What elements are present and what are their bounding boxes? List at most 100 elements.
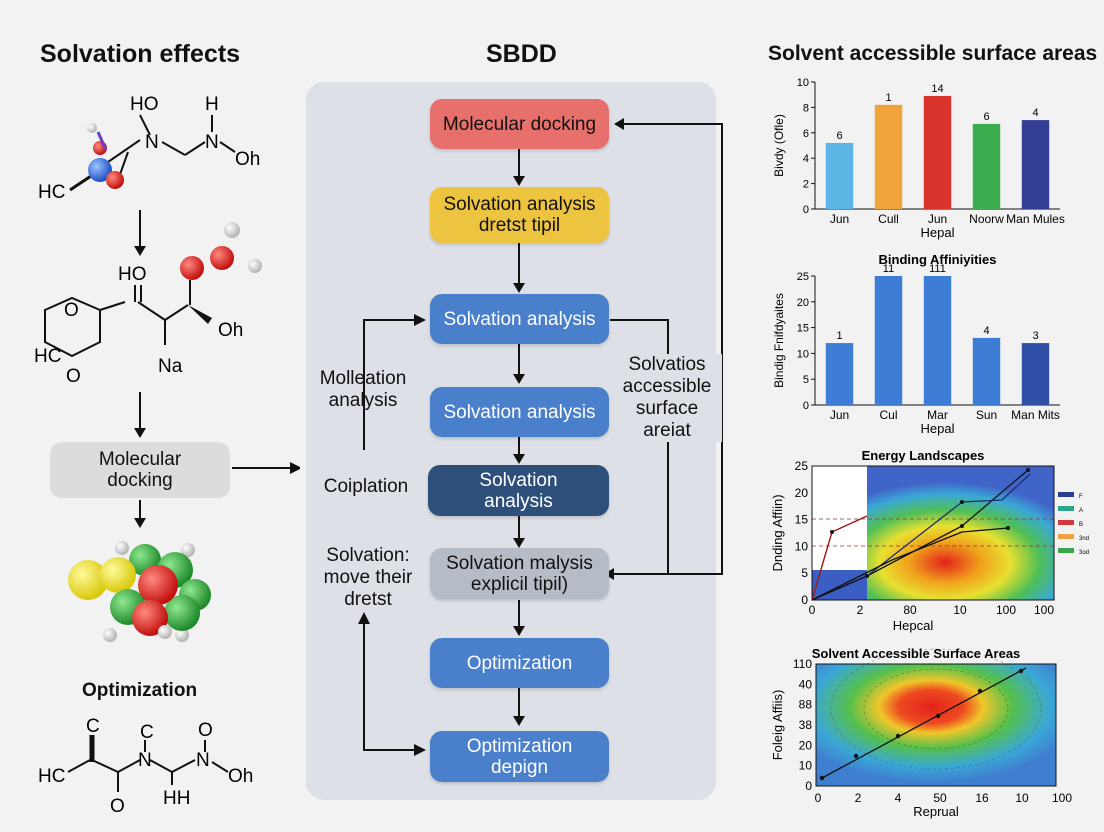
y-tick-label: 25 — [795, 459, 809, 473]
flow-box-optimization-design: Optimization depign — [430, 731, 609, 782]
molecule-3: C C O HC N N Oh O HH — [38, 716, 253, 817]
data-point — [977, 688, 983, 694]
y-tick-label: 0 — [803, 400, 809, 412]
data-label: 3 — [1032, 330, 1038, 342]
molecule-2: HO O HC O Na Oh — [34, 222, 262, 387]
x-tick-label: 2 — [857, 603, 864, 617]
atom-label: HC — [38, 182, 65, 203]
atom-label: C — [86, 716, 100, 737]
y-tick-label: 110 — [793, 657, 812, 671]
atom-label: Oh — [235, 149, 260, 170]
x-tick-label: 50 — [933, 791, 947, 805]
sbdd-title: SBDD — [486, 40, 557, 68]
atom-label: Na — [158, 356, 183, 377]
legend-swatch — [1058, 506, 1074, 511]
arrow-head — [134, 246, 146, 256]
data-point — [895, 733, 901, 739]
atom-label: O — [66, 366, 81, 387]
contour — [830, 648, 1042, 770]
y-tick-label: 40 — [799, 677, 813, 691]
y-tick-label: 10 — [797, 77, 809, 89]
y-tick-label: 6 — [803, 128, 809, 140]
x-tick-label: Mar — [927, 408, 948, 422]
y-tick-label: 20 — [799, 738, 813, 752]
data-label: 111 — [929, 263, 946, 275]
legend-label: 3nd — [1079, 536, 1089, 542]
legend-label: F — [1079, 494, 1083, 500]
x-tick-label: Man Mules — [1006, 212, 1065, 226]
bar — [972, 123, 1001, 209]
data-point — [960, 524, 964, 528]
legend-label: B — [1079, 522, 1083, 528]
legend-swatch — [1058, 520, 1074, 525]
data-point — [1018, 668, 1024, 674]
flow-box-molecular-docking: Molecular docking — [430, 99, 609, 149]
y-tick-label: 2 — [803, 179, 809, 191]
bar — [1021, 120, 1050, 209]
y-tick-label: 15 — [797, 323, 809, 335]
x-axis-label: Hepal — [921, 421, 955, 436]
flow-box-solvation-analysis-1: Solvation analysis dretst tipil — [430, 187, 609, 243]
data-point — [1006, 526, 1010, 530]
x-axis-label: Reprual — [913, 804, 959, 819]
contour — [863, 668, 1009, 750]
x-tick-label: Man Mits — [1011, 408, 1060, 422]
data-point — [865, 574, 869, 578]
atom-label: Oh — [228, 766, 253, 787]
atom-label: N — [138, 750, 152, 771]
atom-label: HH — [163, 788, 190, 809]
y-tick-label: 88 — [799, 698, 813, 712]
x-axis-label: Hepal — [921, 225, 955, 240]
flow-box-optimization: Optimization — [430, 638, 609, 688]
y-tick-label: 10 — [797, 348, 809, 360]
heatmap-surface — [816, 664, 1056, 786]
x-tick-label: 100 — [1052, 791, 1072, 805]
arrow-head — [290, 462, 300, 474]
y-tick-label: 15 — [795, 513, 809, 527]
y-tick-label: 20 — [797, 297, 809, 309]
data-point — [935, 713, 941, 719]
x-tick-label: 100 — [1034, 603, 1054, 617]
bar-chart-2: Binding Affiniyities05101520251Jun11Cul1… — [772, 252, 1060, 436]
legend-label: A — [1079, 508, 1083, 514]
y-axis-label: Foleig Affiis) — [770, 690, 785, 761]
molecular-docking-box: Molecular docking — [50, 442, 230, 498]
x-tick-label: Jun — [830, 408, 849, 422]
sbdd-arrows — [358, 118, 723, 756]
y-tick-label: 0 — [803, 204, 809, 216]
arrow-head — [134, 428, 146, 438]
y-tick-label: 0 — [801, 593, 808, 607]
flow-box-solvation-analysis-3: Solvation analysis — [430, 387, 609, 437]
atom-label: HC — [34, 346, 61, 367]
y-tick-label: 5 — [801, 566, 808, 580]
flow-box-solvation-analysis-2: Solvation analysis — [430, 294, 609, 344]
x-tick-label: 10 — [953, 603, 967, 617]
data-label: 6 — [983, 111, 989, 123]
atom-label: HC — [38, 766, 65, 787]
bar — [972, 337, 1001, 405]
y-axis-label: Dnding Affiin) — [770, 494, 785, 571]
space-filling-molecule — [68, 541, 211, 642]
plot-frame — [815, 663, 1057, 787]
y-tick-label: 10 — [799, 759, 813, 773]
chart-title: Energy Landscapes — [862, 448, 985, 463]
data-label: 1 — [836, 330, 842, 342]
data-point — [960, 500, 964, 504]
x-tick-label: Jun — [830, 212, 849, 226]
x-tick-label: Cul — [879, 408, 897, 422]
left-title: Solvation effects — [40, 40, 241, 68]
y-tick-label: 4 — [803, 153, 809, 165]
data-label: 4 — [1032, 107, 1038, 119]
chart-title: Binding Affiniyities — [879, 252, 997, 267]
x-axis-label: Hepcal — [893, 618, 934, 633]
bar — [825, 142, 854, 209]
x-tick-label: 100 — [996, 603, 1016, 617]
data-point — [853, 753, 859, 759]
x-tick-label: Cull — [878, 212, 899, 226]
legend-swatch — [1058, 548, 1074, 553]
arrow-head — [134, 518, 146, 528]
data-point — [830, 530, 834, 534]
